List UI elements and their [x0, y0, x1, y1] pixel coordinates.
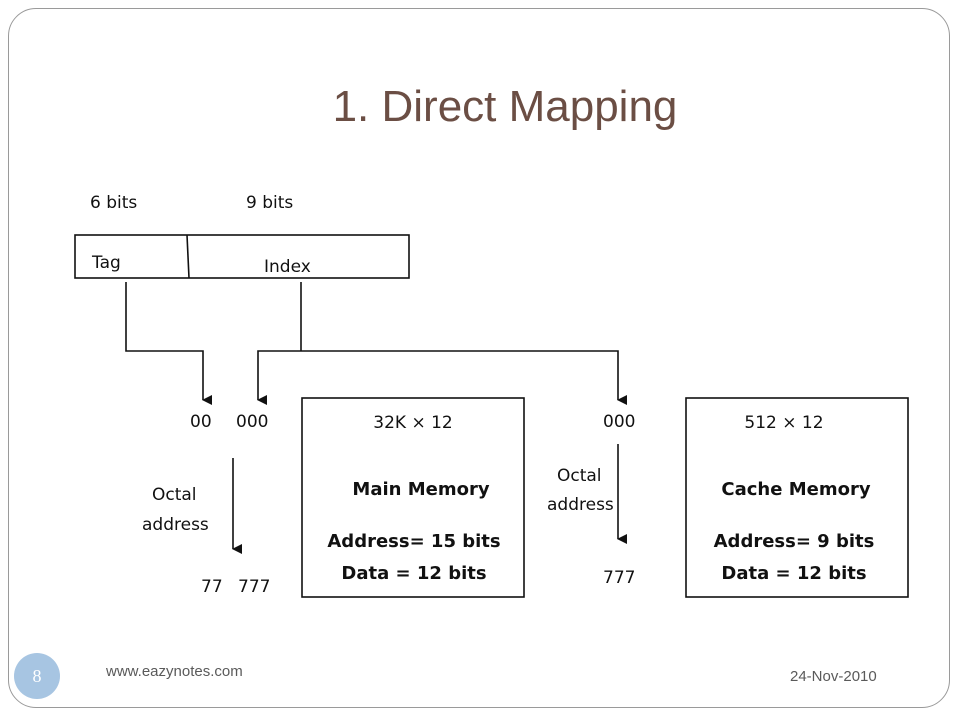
main-tag-octal-start: 00 — [190, 412, 212, 432]
index-to-main-arrow — [257, 350, 301, 405]
slide-title: 1. Direct Mapping — [332, 82, 678, 131]
address-field-box — [74, 234, 410, 279]
cache-memory-data: Data = 12 bits — [721, 563, 866, 584]
tag-connector-arrow — [125, 282, 212, 405]
page-number-badge: 8 — [14, 653, 60, 699]
main-index-octal-end: 777 — [238, 577, 270, 597]
cache-index-octal-start: 000 — [603, 412, 635, 432]
cache-octal-label-line2: address — [547, 495, 614, 515]
main-memory-data: Data = 12 bits — [341, 563, 486, 584]
cache-index-octal-end: 777 — [603, 568, 635, 588]
tag-label: Tag — [91, 253, 121, 273]
index-to-cache-arrow — [301, 350, 627, 405]
index-label: Index — [264, 257, 311, 277]
footer-date: 24-Nov-2010 — [790, 668, 877, 685]
cache-octal-label-line1: Octal — [557, 466, 602, 486]
main-memory-size: 32K × 12 — [373, 413, 452, 433]
cache-memory-name: Cache Memory — [721, 479, 870, 500]
footer-url: www.eazynotes.com — [106, 663, 243, 680]
main-tag-octal-end: 77 — [201, 577, 223, 597]
cache-memory-address: Address= 9 bits — [714, 531, 875, 552]
cache-memory-box — [685, 397, 909, 598]
main-memory-name: Main Memory — [352, 479, 489, 500]
main-memory-box — [301, 397, 525, 598]
tag-width-label: 6 bits — [90, 193, 137, 213]
main-index-octal-start: 000 — [236, 412, 268, 432]
main-memory-address: Address= 15 bits — [327, 531, 500, 552]
main-octal-label-line2: address — [142, 515, 209, 535]
cache-memory-size: 512 × 12 — [744, 413, 823, 433]
main-octal-label-line1: Octal — [152, 485, 197, 505]
index-width-label: 9 bits — [246, 193, 293, 213]
tag-index-divider — [186, 234, 190, 279]
slide-frame — [8, 8, 950, 708]
